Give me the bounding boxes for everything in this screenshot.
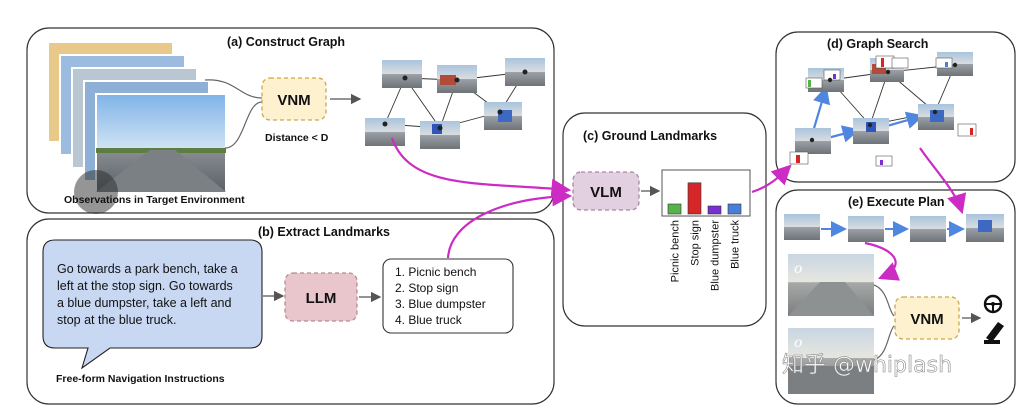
- landmark-score-labels: Picnic bench Stop sign Blue dumpster Blue t…: [670, 220, 742, 291]
- watermark: 知乎 @whiplash: [782, 353, 952, 378]
- graph-thumbnails-d: [789, 52, 977, 167]
- landmark-item-4: 4. Blue truck: [395, 313, 463, 327]
- graph-thumbnails-a: [365, 58, 545, 149]
- panel-ground-landmarks: (c) Ground Landmarks VLM Picnic bench Sto…: [562, 112, 767, 327]
- ground-landmarks-title: (c) Ground Landmarks: [583, 129, 717, 143]
- instruction-line-4: stop at the blue truck.: [57, 313, 177, 327]
- instruction-line-3: a blue dumpster, take a left and: [57, 296, 231, 310]
- vlm-module: [572, 171, 640, 211]
- panel-construct-graph: (a) Construct Graph Observations in Targ…: [26, 27, 555, 214]
- panel-graph-search: (d) Graph Search: [775, 31, 1016, 183]
- plan-sequence: [784, 214, 1004, 242]
- obs-to-vnm-connector-top: [204, 79, 263, 99]
- bar-blue-truck: [727, 203, 742, 215]
- vnm-module-a: [261, 77, 327, 121]
- landmark-score-bars: [667, 182, 742, 215]
- observations-caption: Observations in Target Environment: [64, 194, 245, 206]
- vlm-label: VLM: [590, 184, 622, 201]
- panel-execute-plan: (e) Execute Plan o o VNM: [775, 189, 1016, 405]
- obs-to-vnm-connector-bottom: [224, 101, 263, 149]
- instruction-speech-bubble: [42, 239, 263, 370]
- landmark-item-2: 2. Stop sign: [395, 281, 458, 295]
- extract-landmarks-title: (b) Extract Landmarks: [258, 225, 390, 239]
- bar-label-blue-truck: Blue truck: [730, 220, 742, 269]
- obs-symbol-2: o: [794, 335, 802, 351]
- observation-stack: [47, 41, 227, 214]
- construct-graph-title: (a) Construct Graph: [227, 35, 345, 49]
- instructions-caption: Free-form Navigation Instructions: [56, 373, 225, 385]
- bar-blue-dumpster: [707, 205, 722, 215]
- instruction-text: Go towards a park bench, take a left at …: [57, 262, 238, 327]
- vnm-label-a: VNM: [277, 92, 310, 109]
- execute-plan-title: (e) Execute Plan: [848, 195, 945, 209]
- vnm-label-e: VNM: [910, 311, 943, 328]
- pedal-icon: [984, 322, 1004, 344]
- search-to-execute-arrow: [919, 147, 967, 215]
- landmarks-to-vlm-arrow: [446, 186, 573, 259]
- landmark-item-3: 3. Blue dumpster: [395, 297, 486, 311]
- panel-extract-landmarks: (b) Extract Landmarks Go towards a park …: [26, 218, 555, 405]
- instruction-line-1: Go towards a park bench, take a: [57, 262, 238, 276]
- llm-module: [284, 272, 358, 322]
- graph-search-title: (d) Graph Search: [827, 37, 928, 51]
- bar-label-picnic-bench: Picnic bench: [670, 220, 682, 282]
- bar-picnic-bench: [667, 203, 682, 215]
- graph-to-vlm-arrow: [390, 137, 572, 199]
- llm-label: LLM: [306, 290, 337, 307]
- plan-to-observation-arrow: [864, 241, 901, 281]
- bar-stop-sign: [687, 182, 702, 215]
- landmark-list-box: [382, 258, 514, 334]
- vnm-module-e: [894, 296, 960, 340]
- steering-wheel-icon: [983, 294, 1003, 314]
- bar-label-blue-dumpster: Blue dumpster: [710, 220, 722, 291]
- instruction-line-2: left at the stop sign. Go towards: [57, 279, 233, 293]
- obs-symbol-1: o: [794, 261, 802, 277]
- landmark-item-1: 1. Picnic bench: [395, 265, 476, 279]
- chart-to-search-arrow: [751, 164, 792, 194]
- bar-label-stop-sign: Stop sign: [690, 220, 702, 266]
- distance-condition: Distance < D: [265, 132, 329, 144]
